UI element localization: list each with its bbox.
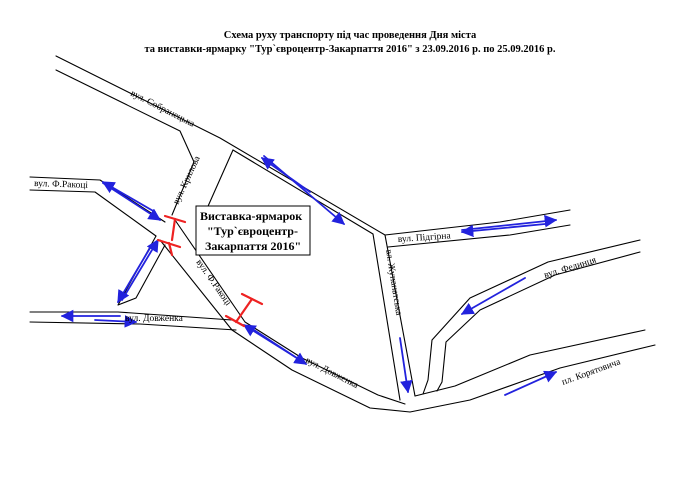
arrow-sobranetska-southeast	[263, 155, 345, 225]
road-closure-marks	[156, 214, 264, 328]
road-dovzhenka-left-edge	[29, 321, 237, 331]
detour-arrows	[60, 155, 558, 396]
label-dovzhenka-diagonal: вул. Довженка	[304, 356, 361, 392]
road-krylova	[171, 161, 195, 216]
road-network	[29, 55, 656, 413]
road-rakoci-left	[29, 176, 166, 223]
road-lower-trunk	[409, 344, 656, 413]
road-fedyntsia	[422, 239, 641, 395]
road-dovzhenka-left	[29, 311, 233, 321]
label-sobranetska: вул. Собранецька	[129, 88, 197, 130]
road-lower-trunk-edge	[414, 329, 646, 397]
road-pidhirna-edge	[387, 224, 571, 248]
label-krylova: вул. Крилова	[172, 154, 203, 206]
arrow-rakoci-west	[101, 181, 156, 213]
arrow-pidhirna-west	[460, 223, 546, 238]
arrow-diag-northwest	[242, 324, 301, 361]
map-title-line-1: Схема руху транспорту під час проведення…	[223, 30, 477, 41]
exhibition-box: Виставка-ярмарок "Тур`євроцентр- Закарпа…	[195, 205, 311, 256]
closure-rakoci-base	[224, 314, 246, 328]
exhibition-line-3: Закарпаття 2016"	[205, 239, 301, 253]
exhibition-line-2: "Тур`євроцентр-	[207, 224, 298, 238]
road-zhupanatska-edge	[384, 234, 416, 397]
road-krylova-edge	[204, 149, 234, 214]
road-rakoci-left-edge	[29, 189, 157, 237]
label-zhupanatska: вл. Жупанатська	[383, 249, 403, 317]
arrow-pidhirna-east	[461, 214, 558, 231]
road-rakoci-diagonal-edge	[159, 239, 411, 413]
map-title-line-2: та виставки-ярмарку "Тур`євроцентр-Закар…	[144, 44, 556, 55]
road-pidhirna	[384, 209, 571, 236]
arrow-fedyntsia	[460, 277, 526, 315]
closure-krylova-stem	[170, 217, 177, 242]
label-pidhirna: вул. Підгірна	[398, 231, 452, 245]
arrow-dovzhenka-east	[94, 315, 138, 328]
exhibition-line-1: Виставка-ярмарок	[200, 209, 302, 223]
exhibition-box-frame	[195, 205, 311, 256]
road-sobranetska-lower-edge-east	[232, 149, 374, 235]
road-sobranetska-lower-edge	[55, 69, 195, 163]
closure-junction-stem	[167, 241, 174, 257]
arrow-sobranetska-northwest	[260, 157, 311, 193]
arrow-connector-down	[117, 247, 151, 304]
arrow-rakoci-east	[102, 182, 162, 221]
street-labels: вул. Собранецька вул. Крилова вул. Ф.Рак…	[34, 88, 623, 391]
label-dovzhenka-left: вул. Довженка	[125, 314, 184, 324]
arrow-koriatovycha	[504, 370, 558, 396]
road-sobranetska	[55, 55, 386, 236]
road-fedyntsia-edge	[436, 251, 641, 392]
arrow-zhupanatska-south	[399, 337, 413, 394]
label-koriatovycha: пл. Корятовича	[561, 357, 623, 388]
closure-rakoci-stem	[234, 297, 254, 324]
road-zhupanatska	[372, 233, 401, 401]
label-rakoci-left: вул. Ф.Ракоці	[34, 179, 89, 191]
label-fedyntsia: вул. Фединця	[543, 255, 598, 281]
label-rakoci-diagonal: вул. Ф.Ракоці	[194, 258, 233, 308]
